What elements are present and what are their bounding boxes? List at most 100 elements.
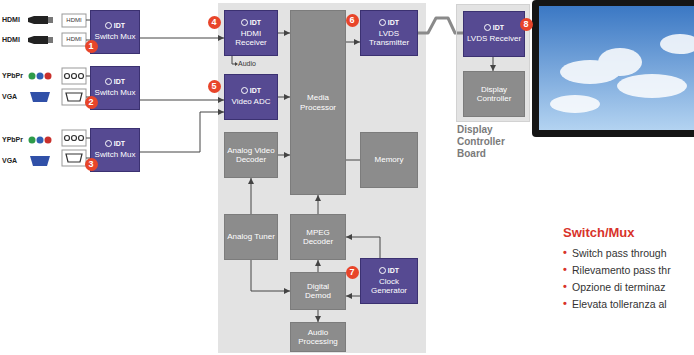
signal-arrow (140, 100, 224, 101)
bullet-mark: • (563, 263, 567, 275)
section-heading: Switch/Mux (563, 226, 635, 240)
callout-number: 4 (208, 16, 221, 29)
port-label: HDMI (62, 36, 86, 42)
display-board-fill (456, 4, 530, 122)
bullet-mark: • (563, 246, 567, 258)
brand-logo: IDT (379, 267, 399, 274)
box-label: Switch Mux (95, 150, 136, 159)
signal-arrow (278, 97, 290, 98)
jack (72, 136, 77, 141)
source-label: YPbPr (2, 72, 23, 79)
bullet-mark: • (563, 297, 567, 309)
vga-plug (30, 92, 50, 102)
plug-body (28, 16, 34, 24)
chip-box: IDTLVDS Transmitter (360, 10, 418, 56)
chip-box: IDT Switch Mux (90, 128, 140, 172)
function-box: Memory (360, 132, 418, 188)
function-box: Analog Tuner (224, 214, 278, 260)
signal-arrow (278, 33, 290, 34)
signal-arrow (346, 42, 360, 43)
plug-body (28, 36, 34, 44)
box-label: Display Controller (466, 85, 522, 103)
callout-number: 8 (520, 18, 533, 31)
callout-number: 2 (85, 96, 98, 109)
bullet-text: Switch pass through (572, 247, 667, 260)
vga-port (62, 150, 86, 166)
jacks (65, 74, 84, 163)
bullet-mark: • (563, 280, 567, 292)
signal-arrow (278, 155, 290, 156)
chip-box: IDT Clock Generator (360, 258, 418, 304)
brand-logo: IDT (105, 22, 125, 29)
signal-label: Audio (238, 60, 256, 67)
jack (79, 136, 84, 141)
rca-blue (37, 137, 44, 144)
function-box: Digital Demod (290, 272, 346, 310)
box-label: LVDS Transmitter (363, 29, 415, 47)
signal-arrow (318, 310, 319, 322)
brand-logo: IDT (484, 24, 504, 31)
signal-arrow (318, 260, 319, 272)
port-label: HDMI (62, 17, 86, 23)
vga-socket (66, 154, 82, 162)
callout-number: 6 (346, 14, 359, 27)
signal-arrow (251, 260, 290, 291)
vga-socket (66, 93, 82, 101)
function-box: Audio Processing (290, 322, 346, 352)
signal-arrow (493, 57, 494, 71)
plug-body (34, 36, 48, 44)
hdmi-port (62, 14, 86, 27)
rca-green (29, 137, 36, 144)
rca-red (45, 137, 52, 144)
source-label: VGA (2, 157, 17, 164)
source-label: HDMI (2, 36, 20, 43)
signal-arrow (140, 38, 224, 39)
function-box: Media Processor (290, 10, 346, 195)
clouds (550, 34, 694, 113)
box-label: HDMI Receiver (227, 29, 275, 47)
source-label: HDMI (2, 16, 20, 23)
box-label: Memory (375, 155, 404, 164)
audio-arrowhead (235, 62, 238, 66)
brand-logo: IDT (105, 140, 125, 147)
hdmi-plug (28, 16, 53, 44)
signal-arrow (346, 160, 360, 161)
box-label: Media Processor (293, 93, 343, 111)
box-label: Audio Processing (293, 328, 343, 346)
chip-box: IDT Switch Mux (90, 10, 140, 54)
plug-tip (48, 17, 53, 23)
callout-number: 7 (346, 266, 359, 279)
rca-red (45, 73, 52, 80)
component-port (62, 68, 86, 84)
source-label: VGA (2, 93, 17, 100)
cloud (598, 48, 642, 76)
bullet-text: Elevata tolleranza al (572, 298, 667, 311)
brand-logo: IDT (241, 87, 261, 94)
cloud (617, 74, 687, 98)
box-label: LVDS Receiver (467, 34, 521, 43)
board-title: Display Controller Board (457, 124, 529, 160)
box-label: Clock Generator (363, 277, 415, 295)
rca-blue (37, 73, 44, 80)
function-box: MPEG Decoder (290, 214, 346, 260)
bullet-text: Opzione di terminaz (572, 281, 665, 294)
box-label: Switch Mux (95, 32, 136, 41)
brand-logo: IDT (241, 19, 261, 26)
chip-box: IDT LVDS Receiver (463, 11, 525, 57)
plug-body (34, 16, 48, 24)
signal-arrow (318, 195, 319, 214)
monitor-bezel (532, 0, 694, 137)
signal-arrow (346, 237, 380, 258)
signal-arrow (346, 296, 360, 297)
chip-box: IDT Video ADC (224, 74, 278, 120)
callout-number: 1 (85, 40, 98, 53)
ports (62, 14, 86, 166)
function-box: Analog Video Decoder (224, 132, 278, 178)
main-board (218, 3, 426, 353)
jack (72, 74, 77, 79)
component-port (62, 130, 86, 146)
rca-plugs (29, 73, 52, 144)
monitor-screen (539, 6, 694, 130)
box-label: Video ADC (232, 97, 271, 106)
